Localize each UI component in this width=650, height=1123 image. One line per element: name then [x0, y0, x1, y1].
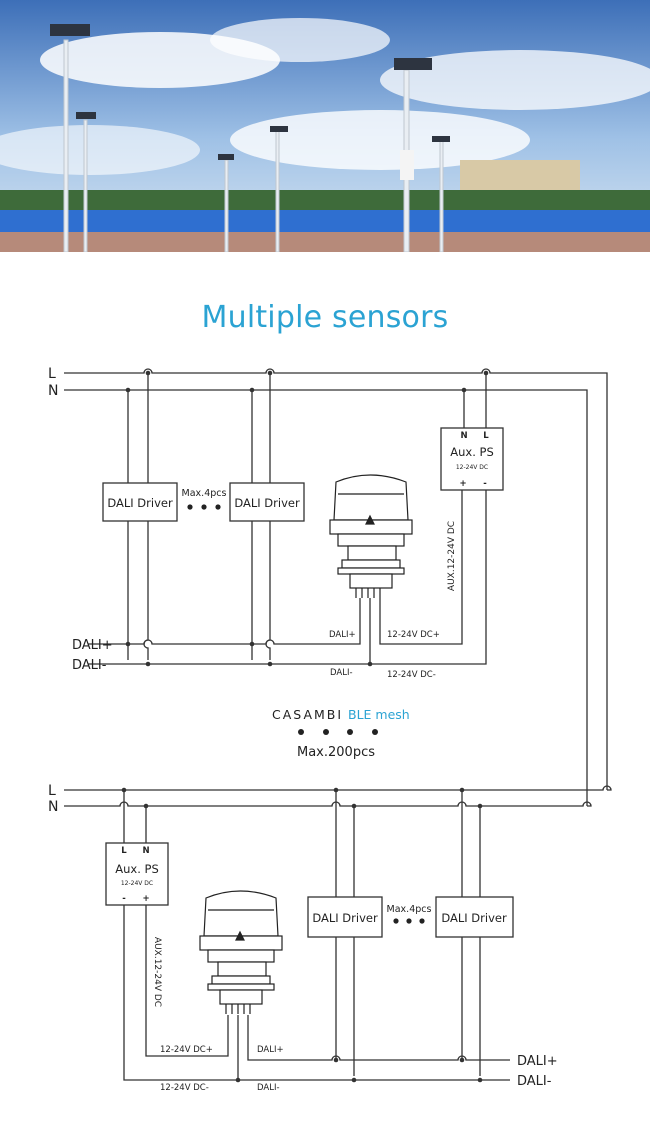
- dali-driver-2: DALI Driver: [229, 482, 305, 522]
- aux-ps-top-minus: -: [483, 479, 487, 489]
- aux-ps-top-plus: +: [459, 479, 466, 489]
- dali-plus-label-top: DALI+: [72, 638, 113, 653]
- wire-dali-minus-bottom: DALI-: [257, 1083, 280, 1093]
- aux-ps-bottom: L N Aux. PS 12-24V DC - +: [105, 842, 169, 906]
- dali-driver-3-label: DALI Driver: [312, 911, 378, 925]
- max-drivers-label-top: Max.4pcs: [182, 488, 227, 499]
- aux-ps-top: N L Aux. PS 12-24V DC + -: [440, 427, 504, 491]
- page-title: Multiple sensors: [201, 300, 449, 335]
- ellipsis-dots-top: [187, 504, 221, 510]
- wire-dali-plus-bottom: DALI+: [257, 1045, 284, 1055]
- aux-ps-top-l: L: [483, 431, 489, 441]
- wire-dc-plus-bottom: 12-24V DC+: [160, 1045, 213, 1055]
- dali-driver-4: DALI Driver: [435, 896, 514, 938]
- wire-dc-minus-bottom: 12-24V DC-: [160, 1083, 209, 1093]
- stadium-lights-photo: [0, 0, 650, 252]
- aux-ps-top-voltage: 12-24V DC: [456, 464, 488, 471]
- mesh-max-label: Max.200pcs: [297, 745, 375, 760]
- aux-ps-bottom-voltage: 12-24V DC: [121, 880, 153, 887]
- dali-driver-2-label: DALI Driver: [234, 496, 300, 510]
- dali-driver-3: DALI Driver: [307, 896, 383, 938]
- aux-wire-label-top: AUX.12-24V DC: [447, 521, 457, 591]
- line-n-label-top: N: [48, 383, 58, 399]
- dali-driver-1: DALI Driver: [102, 482, 178, 522]
- wire-dali-plus-top: DALI+: [329, 630, 356, 640]
- aux-wire-label-bottom: AUX.12-24V DC: [152, 937, 162, 1007]
- casambi-sensor-top: [329, 474, 413, 598]
- mesh-ellipsis-dots: [298, 729, 378, 735]
- casambi-logo: CASAMBI: [272, 707, 343, 722]
- aux-ps-top-n: N: [460, 431, 467, 441]
- aux-ps-bottom-title: Aux. PS: [115, 862, 159, 876]
- dali-driver-4-label: DALI Driver: [441, 911, 507, 925]
- junction-dots: [121, 370, 489, 1083]
- dali-minus-label-bottom: DALI-: [517, 1074, 552, 1089]
- wire-dc-minus-top: 12-24V DC-: [387, 670, 436, 680]
- line-l-label-bottom: L: [48, 783, 56, 799]
- aux-ps-bottom-plus: +: [142, 894, 149, 904]
- aux-ps-bottom-n: N: [142, 846, 149, 856]
- ellipsis-dots-bottom: [393, 918, 425, 924]
- aux-ps-bottom-minus: -: [122, 894, 126, 904]
- dali-driver-1-label: DALI Driver: [107, 496, 173, 510]
- aux-ps-bottom-l: L: [121, 846, 127, 856]
- wire-dali-minus-top: DALI-: [330, 668, 353, 678]
- casambi-sensor-bottom: [199, 890, 283, 1014]
- line-n-label-bottom: N: [48, 799, 58, 815]
- dali-plus-label-bottom: DALI+: [517, 1054, 558, 1069]
- max-drivers-label-bottom: Max.4pcs: [387, 904, 432, 915]
- wires: [64, 368, 612, 1081]
- wire-dc-plus-top: 12-24V DC+: [387, 630, 440, 640]
- line-l-label-top: L: [48, 366, 56, 382]
- ble-mesh-label: BLE mesh: [348, 707, 410, 722]
- aux-ps-top-title: Aux. PS: [450, 445, 494, 459]
- dali-minus-label-top: DALI-: [72, 658, 107, 673]
